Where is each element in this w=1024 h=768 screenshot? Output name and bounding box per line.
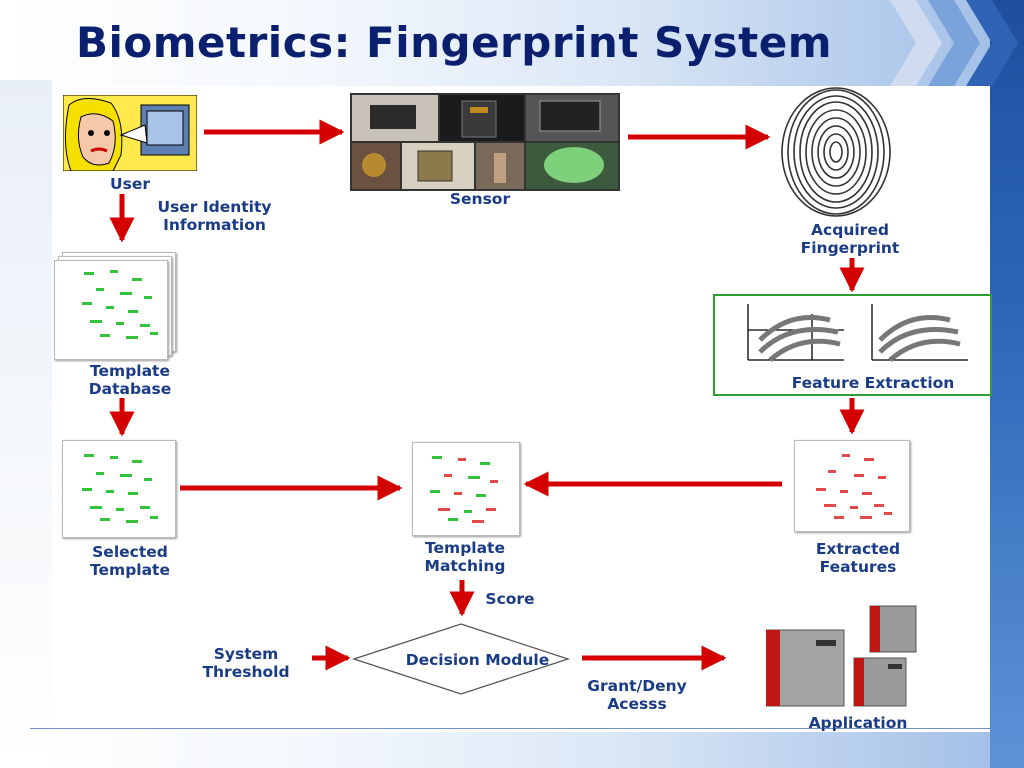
template-database-box: [54, 260, 168, 360]
extracted-minutiae-icon: [816, 454, 892, 519]
extracted-features-label: Extracted Features: [798, 540, 918, 576]
template-database-label: Template Database: [70, 362, 190, 398]
selected-minutiae-icon: [82, 454, 158, 523]
page-title: Biometrics: Fingerprint System: [76, 18, 832, 67]
decision-module-label: Decision Module: [405, 651, 550, 669]
application-label: Application: [808, 714, 908, 732]
threshold-line-2: Threshold: [202, 663, 290, 681]
grant-line-1: Grant/Deny: [587, 677, 687, 695]
user-identity-line-2: Information: [163, 216, 266, 234]
template-matching-label: Template Matching: [410, 539, 520, 575]
user-identity-label: User Identity Information: [142, 198, 287, 234]
user-icon: [63, 95, 197, 171]
template-db-line-2: Database: [88, 380, 172, 398]
selected-line-1: Selected: [92, 543, 168, 561]
selected-template-label: Selected Template: [70, 543, 190, 579]
matching-line-1: Template: [425, 539, 505, 557]
threshold-line-1: System: [213, 645, 279, 663]
extracted-features-box: [794, 440, 910, 532]
chevron-decor-icon: [890, 0, 1018, 86]
matching-minutiae-icon: [430, 456, 498, 523]
decision-module-diamond: [351, 623, 571, 695]
feature-extraction-box: [713, 294, 992, 396]
extracted-line-1: Extracted: [815, 540, 901, 558]
minutiae-icon: [82, 270, 158, 339]
matching-line-2: Matching: [424, 557, 506, 575]
selected-line-2: Template: [90, 561, 170, 579]
sensor-label: Sensor: [449, 190, 511, 208]
acquired-fingerprint-label: Acquired Fingerprint: [780, 221, 920, 257]
fingerprint-icon: [781, 87, 891, 217]
extracted-line-2: Features: [819, 558, 897, 576]
user-label: User: [110, 175, 150, 193]
feature-extraction-label: Feature Extraction: [791, 374, 955, 392]
template-db-line-1: Template: [90, 362, 170, 380]
selected-template-box: [62, 440, 176, 538]
system-threshold-label: System Threshold: [188, 645, 304, 681]
server-icon: [766, 605, 917, 707]
template-matching-box: [412, 442, 520, 536]
footer-rule: [30, 728, 990, 729]
sensor-collage-icon: [350, 93, 620, 191]
left-decor-strip: [0, 80, 52, 768]
grant-line-2: Acesss: [607, 695, 667, 713]
acquired-line-1: Acquired: [811, 221, 889, 239]
score-label: Score: [485, 590, 535, 608]
feature-plot-icon: [747, 304, 968, 362]
user-identity-line-1: User Identity: [157, 198, 272, 216]
right-decor-band: [990, 0, 1024, 768]
acquired-line-2: Fingerprint: [800, 239, 900, 257]
grant-deny-label: Grant/Deny Acesss: [582, 677, 692, 713]
